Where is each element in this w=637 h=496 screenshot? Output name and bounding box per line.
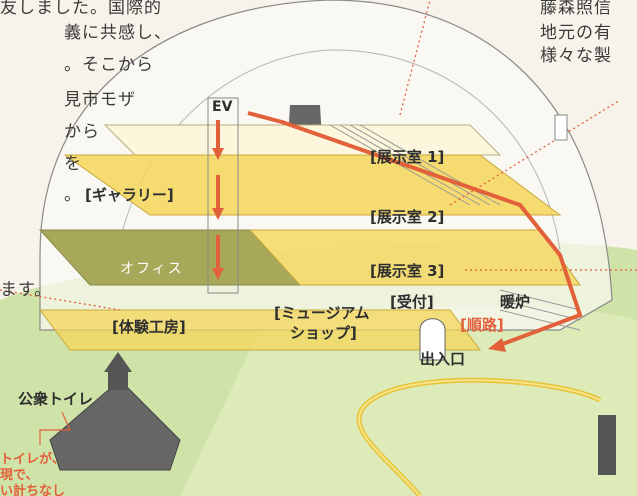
reception-label: [受付] xyxy=(390,293,434,311)
office-label: オフィス xyxy=(120,261,184,277)
floor-room1 xyxy=(103,124,502,156)
entrance-label: 出入口 xyxy=(420,350,466,368)
workshop-label: [体験工房] xyxy=(112,318,186,336)
left-text-line: から xyxy=(64,122,100,142)
right-text-line: 様々な製 xyxy=(540,46,612,66)
toilet-callout xyxy=(39,411,71,445)
toilet-note-line: い計ちなし xyxy=(0,484,66,496)
entrance-arch xyxy=(419,318,446,361)
right-post xyxy=(598,415,616,475)
stove-label: 暖炉 xyxy=(500,293,531,311)
room1-label: [展示室 1] xyxy=(370,148,445,166)
left-text-line: を xyxy=(64,154,82,174)
toilet-spire xyxy=(108,370,128,390)
left-text-line: 見市モザ xyxy=(64,90,136,110)
floor-ground xyxy=(39,309,481,351)
room3-label: [展示室 3] xyxy=(370,262,445,280)
route-arrow xyxy=(247,111,583,347)
left-text-line: 義に共感し、 xyxy=(64,23,172,43)
floor-room2 xyxy=(63,154,562,216)
right-text-line: 地元の有 xyxy=(540,23,612,43)
right-text-line: 藤森照信 xyxy=(540,0,612,18)
left-text-line: 。そこから xyxy=(64,55,154,75)
right-chimney xyxy=(554,114,568,141)
shop-label-line2: ショップ] xyxy=(290,324,357,342)
toilet-note-line: 現で、 xyxy=(0,468,39,483)
toilet-note-line: トイレが、 xyxy=(0,452,65,467)
shop-label-line1: [ミュージアム xyxy=(274,304,370,322)
left-text-line: 。 xyxy=(64,185,82,205)
toilet-label: 公衆トイレ xyxy=(18,390,94,408)
left-bottom-text: ます。 xyxy=(0,280,53,300)
gallery-label: [ギャラリー] xyxy=(85,186,174,204)
left-text-line: 友しました。国際的 xyxy=(0,0,162,18)
floor-room3 xyxy=(248,229,581,286)
lawn-light xyxy=(180,306,637,496)
stairs-lower xyxy=(499,289,581,331)
route-label: [順路] xyxy=(460,316,504,334)
ev-label: EV xyxy=(212,99,233,115)
room2-label: [展示室 2] xyxy=(370,208,445,226)
elevator-shaft xyxy=(207,97,239,294)
